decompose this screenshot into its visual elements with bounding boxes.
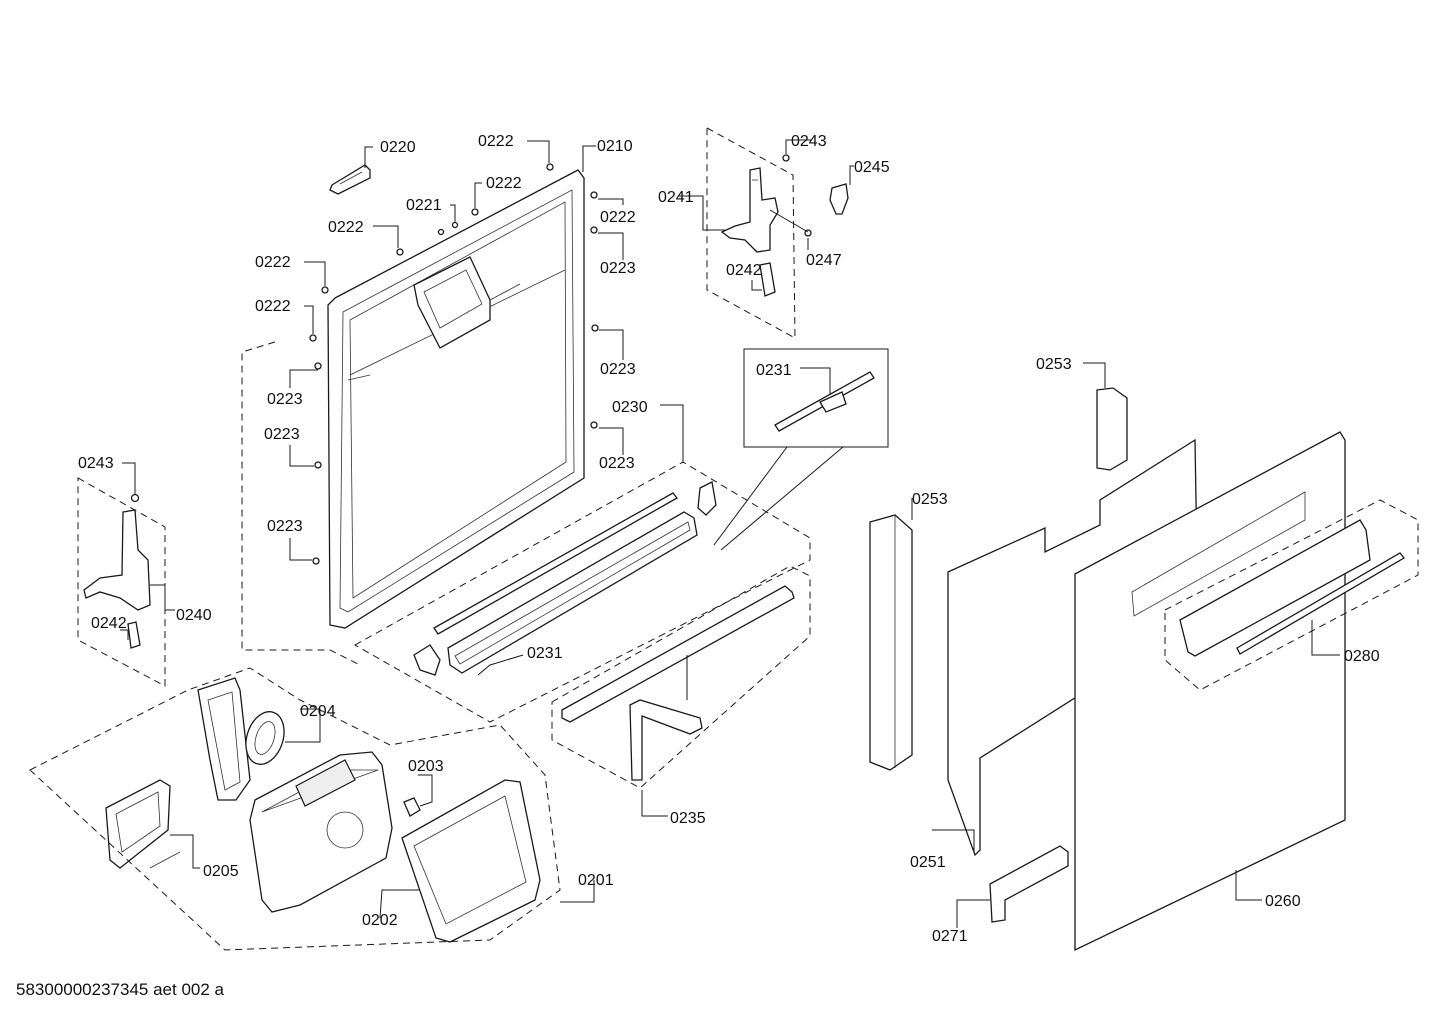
screws [130,154,812,565]
label-0231: 0231 [527,645,563,662]
part-0271-bracket [989,845,1069,923]
label-0245: 0245 [854,159,890,176]
label-0280: 0280 [1344,648,1380,665]
label-0242: 0242 [91,615,127,632]
label-0243: 0243 [78,455,114,472]
part-0204-seal [197,677,285,801]
label-0253: 0253 [1036,356,1072,373]
part-0202-frame [401,779,541,943]
inset-detail-0231 [713,348,889,551]
part-0205-switch [105,779,181,869]
part-0203-clip [403,797,421,817]
leader-lines [120,139,1340,928]
label-0201: 0201 [578,872,614,889]
label-0223: 0223 [599,455,635,472]
label-0221: 0221 [406,197,442,214]
label-0240: 0240 [176,607,212,624]
label-0222: 0222 [328,219,364,236]
label-0251: 0251 [910,854,946,871]
label-0202: 0202 [362,912,398,929]
label-0222: 0222 [255,298,291,315]
part-0230-rails [413,481,717,676]
label-0222: 0222 [486,175,522,192]
label-0222: 0222 [478,133,514,150]
label-0247: 0247 [806,252,842,269]
label-0222: 0222 [255,254,291,271]
grouping-outlines [29,127,1419,951]
label-0235: 0235 [670,810,706,827]
label-0203: 0203 [408,758,444,775]
label-0241: 0241 [658,189,694,206]
label-0253: 0253 [912,491,948,508]
label-0223: 0223 [267,391,303,408]
label-0231: 0231 [756,362,792,379]
drawing-code: 58300000237345 aet 002 a [16,980,224,999]
label-0230: 0230 [612,399,648,416]
part-0241-hinge [720,167,849,297]
part-0240-hinge [83,509,151,649]
part-0280-handle [1179,519,1405,657]
label-0204: 0204 [300,703,336,720]
part-0201-control-module [249,751,393,913]
label-0205: 0205 [203,863,239,880]
label-0223: 0223 [600,361,636,378]
callout-labels: 0220 0222 0210 0222 0221 0222 0222 0222 … [78,133,1380,945]
part-0253-trim [869,387,1128,771]
label-0223: 0223 [267,518,303,535]
label-0222: 0222 [600,209,636,226]
label-0220: 0220 [380,139,416,156]
part-0220-latch [329,164,371,195]
label-0223: 0223 [264,426,300,443]
part-0260-door-panel [1074,431,1346,952]
label-0271: 0271 [932,928,968,945]
door-inner-frame [327,169,585,629]
label-0210: 0210 [597,138,633,155]
label-0243: 0243 [791,133,827,150]
label-0260: 0260 [1265,893,1301,910]
part-0235-rail [561,585,795,781]
label-0223: 0223 [600,260,636,277]
label-0242: 0242 [726,262,762,279]
